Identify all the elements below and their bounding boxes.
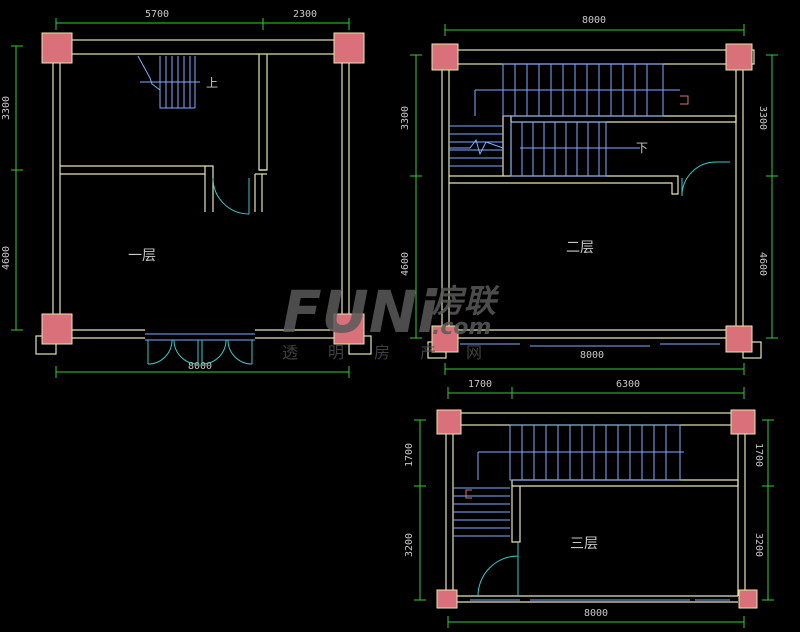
floor-1-label: 一层 xyxy=(128,248,156,264)
floor-3-doors xyxy=(477,542,519,597)
column xyxy=(333,313,365,345)
floor-2-dim-right-upper: 3300 xyxy=(757,106,768,130)
floor-1-columns xyxy=(41,32,365,345)
watermark-logo: FUNi xyxy=(282,278,438,346)
column xyxy=(730,409,756,435)
column xyxy=(431,43,459,71)
floor-3-plan: 1700 6300 1700 3200 1700 3200 8000 xyxy=(404,379,774,628)
floor-1-dim-bottom: 8000 xyxy=(188,361,212,372)
floor-1-dim-left-upper: 3300 xyxy=(1,96,12,120)
floor-1-plan: 5700 2300 3300 4600 8000 xyxy=(1,9,372,378)
column xyxy=(436,409,462,435)
floor-2-columns xyxy=(431,43,753,353)
floor-2-stair-down-label: 下 xyxy=(636,141,648,155)
floor-1-dim-top-left: 5700 xyxy=(145,9,169,20)
floor-3-walls xyxy=(439,412,753,603)
floor-2-dim-right-lower: 4600 xyxy=(757,252,768,276)
floor-1-windows xyxy=(145,333,255,341)
floor-2-stair-arrow xyxy=(680,95,689,105)
floor-2-dim-top: 8000 xyxy=(582,15,606,26)
column xyxy=(725,43,753,71)
floor-3-dim-left-upper: 1700 xyxy=(404,443,415,467)
floor-3-dim-right-lower: 3200 xyxy=(753,533,764,557)
floor-2-dimensions xyxy=(410,24,778,375)
floor-3-dim-top-right: 6300 xyxy=(616,379,640,390)
floor-2-stairs xyxy=(449,63,680,177)
floor-3-stairs xyxy=(453,424,684,537)
floor-2-plan: 8000 3300 4600 3300 4600 8000 xyxy=(400,15,778,375)
floor-2-label: 二层 xyxy=(566,240,594,256)
column xyxy=(738,589,758,609)
floor-3-dim-left-lower: 3200 xyxy=(404,533,415,557)
floor-2-dim-bottom: 8000 xyxy=(580,350,604,361)
floor-3-stair-arrow xyxy=(465,489,472,499)
floor-2-windows xyxy=(460,343,720,347)
column xyxy=(41,32,73,64)
floor-2-doors xyxy=(681,161,730,197)
floor-3-label: 三层 xyxy=(570,536,598,552)
floor-3-dim-bottom: 8000 xyxy=(584,608,608,619)
floor-3-columns xyxy=(436,409,758,609)
column xyxy=(333,32,365,64)
floor-1-dimensions xyxy=(11,18,350,378)
watermark-tagline: 透明房产网 xyxy=(282,343,512,362)
floor-1-doors xyxy=(147,177,253,365)
floor-1-stair-up-label: 上 xyxy=(206,76,218,90)
floor-3-dim-right-upper: 1700 xyxy=(753,443,764,467)
watermark-brand: 房联 xyxy=(431,282,500,320)
floor-3-dim-top-left: 1700 xyxy=(468,379,492,390)
floor-3-dimensions xyxy=(414,387,774,628)
column xyxy=(725,325,753,353)
column xyxy=(431,325,459,353)
column xyxy=(436,589,458,609)
floor-2-dim-left-upper: 3300 xyxy=(400,106,411,130)
floor-1-dim-left-lower: 4600 xyxy=(1,246,12,270)
floor-1-dim-top-right: 2300 xyxy=(293,9,317,20)
floor-2-dim-left-lower: 4600 xyxy=(400,252,411,276)
column xyxy=(41,313,73,345)
watermark-domain: .com xyxy=(432,315,491,340)
watermark: FUNi 房联 .com 透明房产网 xyxy=(282,278,512,362)
floor-1-stair xyxy=(137,55,200,109)
